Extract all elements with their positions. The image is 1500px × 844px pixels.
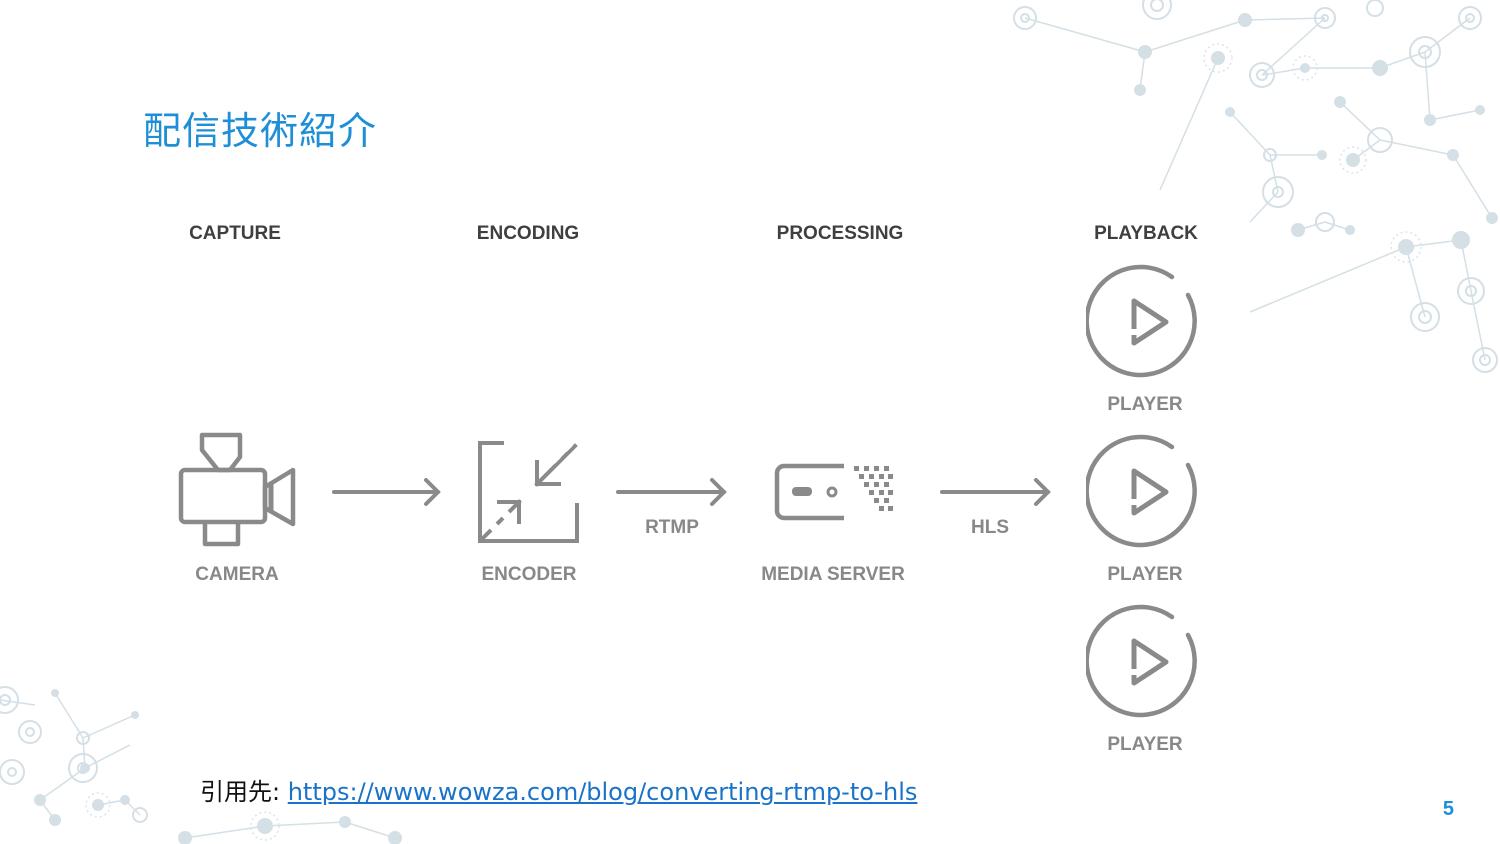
arrow-encoder-to-server	[616, 478, 727, 506]
node-label-player: PLAYER	[1107, 394, 1183, 415]
citation-prefix: 引用先:	[200, 778, 288, 806]
node-label-player: PLAYER	[1107, 564, 1183, 585]
arrow-server-to-players	[940, 478, 1051, 506]
stage-label-playback: PLAYBACK	[1094, 223, 1198, 244]
citation: 引用先: https://www.wowza.com/blog/converti…	[200, 772, 917, 807]
slide-title: 配信技術紹介	[143, 109, 378, 153]
play-circle-icon	[1086, 264, 1197, 378]
stage-label-processing: PROCESSING	[776, 223, 904, 244]
stage-label-capture: CAPTURE	[189, 223, 281, 244]
protocol-label-rtmp: RTMP	[645, 517, 699, 538]
video-camera-icon	[178, 432, 296, 547]
node-label-player: PLAYER	[1107, 734, 1183, 755]
node-label-camera: CAMERA	[195, 564, 279, 585]
streaming-workflow-diagram: CAPTURE ENCODING PROCESSING PLAYBACK	[140, 190, 1250, 770]
page-number: 5	[1442, 798, 1454, 820]
node-label-encoder: ENCODER	[481, 564, 577, 585]
play-circle-icon	[1086, 604, 1197, 718]
citation-link[interactable]: https://www.wowza.com/blog/converting-rt…	[287, 778, 918, 806]
stage-label-encoding: ENCODING	[476, 223, 580, 244]
node-label-media-server: MEDIA SERVER	[761, 564, 905, 585]
encoder-compress-icon	[478, 441, 579, 543]
protocol-label-hls: HLS	[971, 517, 1009, 538]
play-circle-icon	[1086, 434, 1197, 548]
arrow-camera-to-encoder	[332, 478, 441, 506]
media-server-icon	[774, 463, 896, 521]
